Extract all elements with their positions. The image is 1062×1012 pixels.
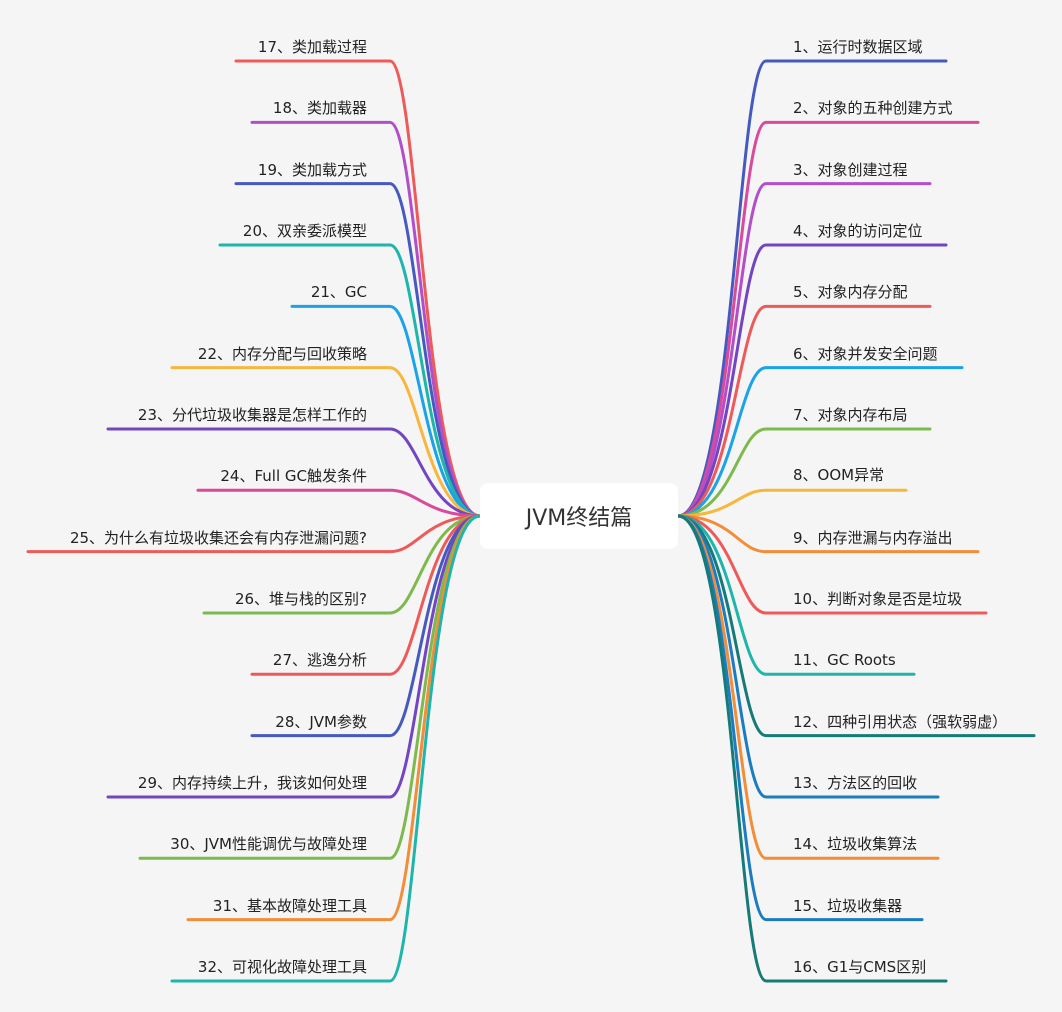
right-node-3-label[interactable]: 3、对象创建过程 bbox=[793, 160, 908, 179]
right-node-15-label[interactable]: 15、垃圾收集器 bbox=[793, 896, 903, 915]
left-branch-line-22 bbox=[170, 366, 482, 518]
right-branch-line-16 bbox=[676, 514, 948, 983]
left-node-15-label[interactable]: 31、基本故障处理工具 bbox=[212, 896, 367, 915]
left-branch-line-29 bbox=[106, 514, 482, 799]
right-branch-line-7 bbox=[676, 427, 932, 518]
left-branch-line-25 bbox=[26, 514, 482, 554]
right-node-5-label[interactable]: 5、对象内存分配 bbox=[793, 283, 908, 302]
left-branch-line-17 bbox=[234, 59, 482, 518]
left-branch-line-18 bbox=[250, 120, 482, 518]
left-node-16-label[interactable]: 32、可视化故障处理工具 bbox=[197, 957, 367, 976]
left-node-8-label[interactable]: 24、Full GC触发条件 bbox=[220, 467, 367, 486]
left-branch-line-32 bbox=[170, 514, 482, 983]
right-node-6-label[interactable]: 6、对象并发安全问题 bbox=[793, 344, 938, 363]
right-branch-line-12 bbox=[676, 514, 1036, 738]
right-branch-line-9 bbox=[676, 514, 980, 554]
right-branch-line-5 bbox=[676, 304, 932, 518]
left-branch-line-30 bbox=[138, 514, 482, 860]
left-node-5-label[interactable]: 21、GC bbox=[310, 283, 367, 302]
left-branch-line-24 bbox=[196, 488, 482, 518]
left-node-11-label[interactable]: 27、逃逸分析 bbox=[272, 651, 367, 670]
left-node-3-label[interactable]: 19、类加载方式 bbox=[257, 160, 367, 179]
right-branch-line-3 bbox=[676, 182, 932, 518]
right-node-9-label[interactable]: 9、内存泄漏与内存溢出 bbox=[793, 528, 953, 547]
right-branch-line-10 bbox=[676, 514, 988, 615]
left-node-6-label[interactable]: 22、内存分配与回收策略 bbox=[197, 344, 367, 363]
right-node-7-label[interactable]: 7、对象内存布局 bbox=[793, 405, 908, 424]
right-node-13-label[interactable]: 13、方法区的回收 bbox=[793, 773, 918, 792]
left-node-4-label[interactable]: 20、双亲委派模型 bbox=[242, 221, 367, 240]
right-branch-line-11 bbox=[676, 514, 916, 676]
left-branch-line-19 bbox=[234, 182, 482, 518]
left-node-13-label[interactable]: 29、内存持续上升，我该如何处理 bbox=[137, 773, 367, 792]
central-topic[interactable]: JVM终结篇 bbox=[480, 483, 678, 549]
left-branch-line-26 bbox=[202, 514, 482, 615]
right-branch-line-13 bbox=[676, 514, 940, 799]
right-branch-line-1 bbox=[676, 59, 948, 518]
right-node-2-label[interactable]: 2、对象的五种创建方式 bbox=[793, 99, 953, 118]
left-node-7-label[interactable]: 23、分代垃圾收集器是怎样工作的 bbox=[137, 405, 367, 424]
left-branch-line-20 bbox=[218, 243, 482, 518]
right-node-1-label[interactable]: 1、运行时数据区域 bbox=[793, 38, 923, 56]
left-node-12-label[interactable]: 28、JVM参数 bbox=[275, 712, 367, 731]
left-branch-line-28 bbox=[250, 514, 482, 738]
left-node-1-label[interactable]: 17、类加载过程 bbox=[257, 38, 367, 56]
right-branch-line-4 bbox=[676, 243, 948, 518]
left-branch-line-21 bbox=[290, 304, 482, 518]
left-node-10-label[interactable]: 26、堆与栈的区别? bbox=[234, 589, 367, 608]
left-branch-line-23 bbox=[106, 427, 482, 518]
right-branch-line-2 bbox=[676, 120, 980, 518]
left-branch-line-27 bbox=[250, 514, 482, 676]
right-node-14-label[interactable]: 14、垃圾收集算法 bbox=[793, 835, 918, 854]
right-branch-line-6 bbox=[676, 366, 964, 518]
left-node-2-label[interactable]: 18、类加载器 bbox=[272, 99, 367, 118]
right-node-11-label[interactable]: 11、GC Roots bbox=[793, 651, 896, 670]
right-node-10-label[interactable]: 10、判断对象是否是垃圾 bbox=[793, 589, 963, 608]
right-node-12-label[interactable]: 12、四种引用状态（强软弱虚） bbox=[793, 712, 1008, 731]
right-node-8-label[interactable]: 8、OOM异常 bbox=[793, 466, 885, 485]
right-node-4-label[interactable]: 4、对象的访问定位 bbox=[793, 221, 923, 240]
left-node-14-label[interactable]: 30、JVM性能调优与故障处理 bbox=[170, 835, 367, 854]
left-node-9-label[interactable]: 25、为什么有垃圾收集还会有内存泄漏问题? bbox=[69, 528, 367, 547]
right-branch-line-14 bbox=[676, 514, 940, 860]
right-node-16-label[interactable]: 16、G1与CMS区别 bbox=[793, 957, 927, 976]
right-branch-line-8 bbox=[676, 488, 908, 518]
